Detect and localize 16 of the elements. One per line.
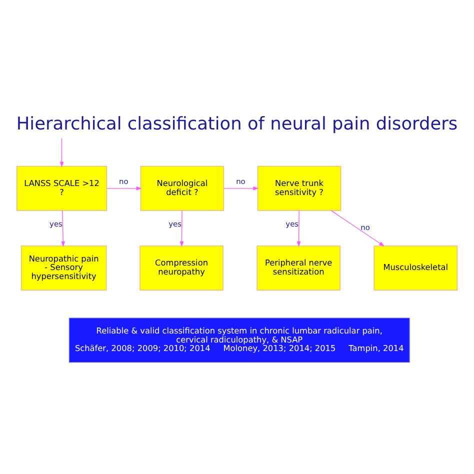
node-box: Compression neuropathy: [140, 245, 224, 290]
node-box: Reliable & valid classification system in chronic lumbar radicular pain, cervical radiculopathy, & NSAP Schäfer, 2008; 2009; 2010; 2014 Moloney, 2013; 2014; 2015 Tampin, 2014: [68, 317, 410, 362]
arrow: [296, 210, 301, 246]
node-box: Neuropathic pain - Sensory hypersensitivity: [20, 245, 107, 290]
arrow: [60, 138, 64, 167]
arrow: [180, 210, 184, 246]
node-box: Musculoskeletal: [374, 245, 458, 290]
node-box: Peripheral nerve sensitization: [256, 245, 340, 290]
arrow: [331, 210, 384, 246]
node-box: Neurological deficit ?: [140, 165, 224, 210]
arrow: [106, 186, 142, 190]
node-box: LANSS SCALE >12 ?: [16, 165, 108, 210]
node-box: Nerve trunk sensitivity ?: [257, 165, 342, 210]
diagram-title: Hierarchical classification of neural pain disorders: [16, 114, 458, 134]
arrow: [61, 210, 66, 246]
arrow: [223, 186, 259, 190]
